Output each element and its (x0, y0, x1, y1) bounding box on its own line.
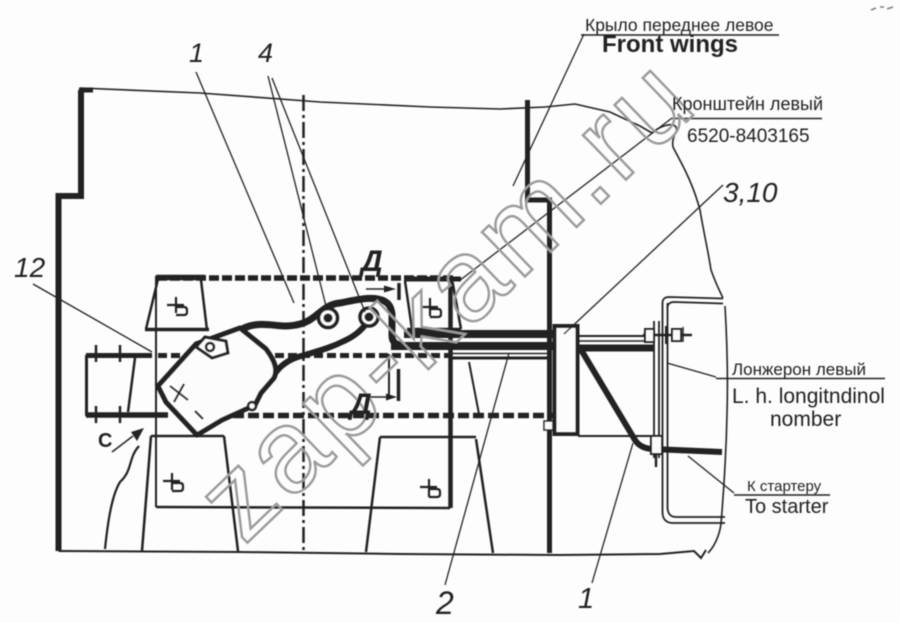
svg-text:zap-kam.ru: zap-kam.ru (171, 30, 720, 564)
svg-text:To starter: To starter (745, 496, 829, 518)
svg-text:Д: Д (358, 245, 383, 278)
svg-text:К стартеру: К стартеру (747, 478, 822, 495)
svg-text:Лонжерон левый: Лонжерон левый (732, 360, 866, 379)
svg-text:12: 12 (14, 252, 46, 283)
svg-text:Front wings: Front wings (602, 31, 738, 58)
svg-text:1: 1 (578, 583, 594, 615)
svg-text:2: 2 (435, 585, 454, 621)
svg-text:Крыло переднее левое: Крыло переднее левое (585, 15, 774, 35)
svg-text:6520-8403165: 6520-8403165 (687, 126, 810, 147)
svg-text:1: 1 (189, 38, 204, 68)
svg-text:L. h. longitndinol: L. h. longitndinol (732, 385, 885, 408)
svg-text:nomber: nomber (770, 408, 841, 431)
svg-text:4: 4 (258, 38, 273, 68)
svg-text:3,10: 3,10 (723, 177, 778, 208)
svg-text:Кронштейн левый: Кронштейн левый (672, 94, 823, 114)
svg-text:C: C (98, 430, 112, 452)
svg-text:Д: Д (347, 388, 372, 421)
